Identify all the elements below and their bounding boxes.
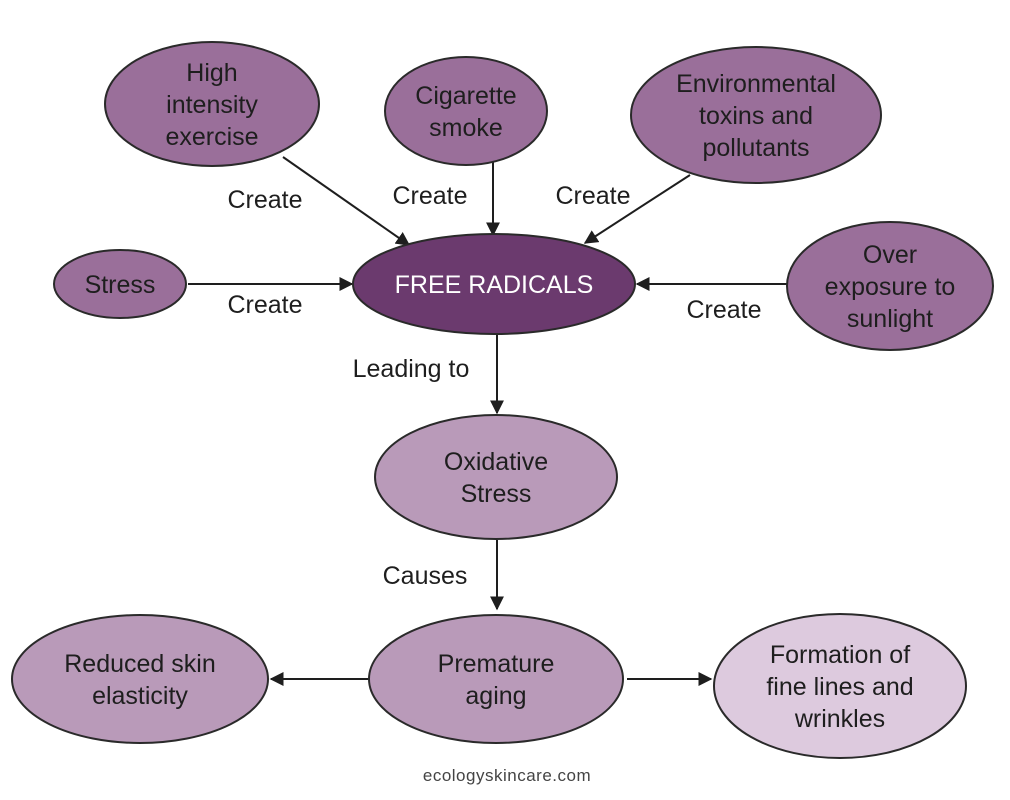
edge-label-cigarette: Create xyxy=(392,182,467,210)
node-environmental-toxins: Environmental toxins and pollutants xyxy=(630,46,882,184)
node-label-line: Environmental xyxy=(676,70,836,98)
node-cigarette-smoke: Cigarette smoke xyxy=(384,56,548,166)
node-reduced-elasticity: Reduced skin elasticity xyxy=(11,614,269,744)
node-premature-aging-label: Premature aging xyxy=(438,650,555,710)
edge-label-exercise: Create xyxy=(227,186,302,214)
node-label-line: Oxidative xyxy=(444,448,548,476)
edge-toxins-to-free-radicals xyxy=(583,174,691,244)
node-fine-lines-wrinkles-label: Formation of fine lines and wrinkles xyxy=(766,641,913,733)
node-label-line: toxins and xyxy=(699,102,813,130)
node-stress: Stress xyxy=(53,249,187,319)
node-free-radicals: FREE RADICALS xyxy=(352,233,636,335)
node-free-radicals-label: FREE RADICALS xyxy=(395,271,594,299)
node-cigarette-smoke-label: Cigarette smoke xyxy=(415,82,516,142)
node-label-line: Over xyxy=(863,241,917,269)
node-label-line: Formation of xyxy=(770,641,910,669)
node-label-line: exposure to xyxy=(825,273,956,301)
node-premature-aging: Premature aging xyxy=(368,614,624,744)
node-label-line: Cigarette xyxy=(415,82,516,110)
node-label-line: aging xyxy=(465,682,526,710)
node-fine-lines-wrinkles: Formation of fine lines and wrinkles xyxy=(713,613,967,759)
node-label-line: FREE RADICALS xyxy=(395,271,594,299)
node-environmental-toxins-label: Environmental toxins and pollutants xyxy=(676,70,836,162)
node-label-line: exercise xyxy=(165,123,258,151)
edge-label-causes: Causes xyxy=(383,562,468,590)
node-reduced-elasticity-label: Reduced skin elasticity xyxy=(64,650,215,710)
node-sunlight: Over exposure to sunlight xyxy=(786,221,994,351)
node-label-line: wrinkles xyxy=(794,705,885,733)
node-sunlight-label: Over exposure to sunlight xyxy=(825,241,956,333)
node-label-line: High xyxy=(186,59,237,87)
node-label-line: Stress xyxy=(85,271,156,299)
node-exercise-label: High intensity exercise xyxy=(165,59,258,151)
edges xyxy=(188,156,789,686)
node-label-line: fine lines and xyxy=(766,673,913,701)
edge-label-stress: Create xyxy=(227,291,302,319)
node-label-line: smoke xyxy=(429,114,503,142)
node-stress-label: Stress xyxy=(85,271,156,299)
node-exercise: High intensity exercise xyxy=(104,41,320,167)
node-label-line: Premature xyxy=(438,650,555,678)
node-label-line: sunlight xyxy=(847,305,933,333)
edge-label-leading-to: Leading to xyxy=(353,355,470,383)
node-label-line: elasticity xyxy=(92,682,188,710)
edge-label-toxins: Create xyxy=(555,182,630,210)
node-label-line: pollutants xyxy=(702,134,809,162)
node-label-line: intensity xyxy=(166,91,258,119)
edge-label-sunlight: Create xyxy=(686,296,761,324)
node-label-line: Reduced skin xyxy=(64,650,215,678)
edge-exercise-to-free-radicals xyxy=(282,156,411,246)
edge-labels: Create Create Create Create Create Leadi… xyxy=(227,182,761,590)
source-credit: ecologyskincare.com xyxy=(423,766,591,785)
node-label-line: Stress xyxy=(461,480,532,508)
